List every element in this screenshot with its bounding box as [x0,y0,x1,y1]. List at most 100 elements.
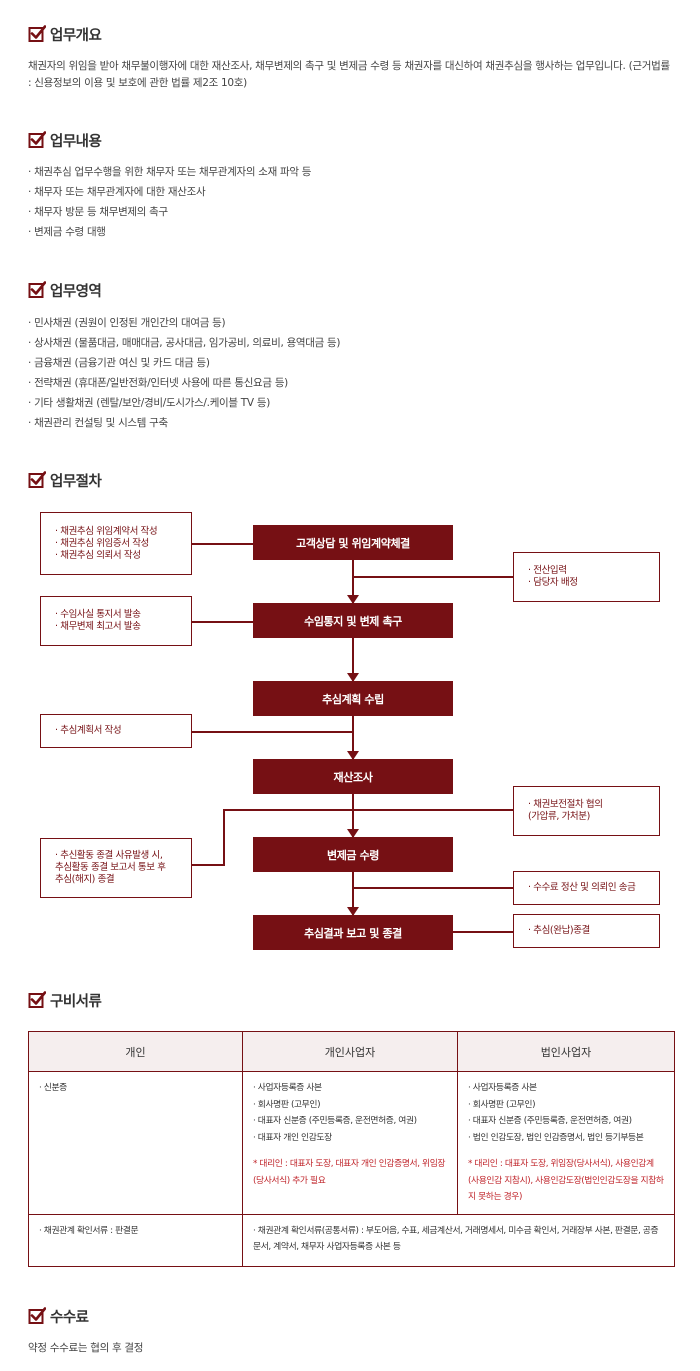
table-cell: · 사업자등록증 사본 · 회사명판 (고무인) · 대표자 신분증 (주민등록… [457,1071,675,1215]
note-line: · 수임사실 통지서 발송 [55,609,141,620]
procedure-flowchart: 고객상담 및 위임계약체결 수임통지 및 변제 촉구 추심계획 수립 재산조사 … [0,500,700,960]
note-line: · 채무변제 최고서 발송 [55,621,141,632]
cell-line: · 사업자등록증 사본 [253,1083,322,1093]
note-line: · 추심(완납)종결 [528,925,590,936]
note-line: (가압류, 가처분) [528,811,590,822]
flow-note-notice: · 수임사실 통지서 발송 · 채무변제 최고서 발송 [40,596,192,646]
cell-line: · 대표자 신분증 (주민등록증, 운전면허증, 여권) [468,1116,632,1126]
connector-line [223,809,225,865]
checkbox-check-icon [28,1307,46,1324]
flow-step-plan: 추심계획 수립 [253,681,453,716]
note-line: · 채권추심 의뢰서 작성 [55,549,141,561]
section-header-overview: 업무개요 [28,24,102,44]
section-title: 업무영역 [50,283,102,300]
cell-line: · 회사명판 (고무인) [468,1099,536,1110]
list-item: · 금융채권 (금융기관 여신 및 카드 대금 등) [28,357,210,369]
flow-step-investigation: 재산조사 [253,759,453,794]
flow-note-settlement: · 수수료 정산 및 의뢰인 송금 [513,871,660,905]
cell-line: · 사업자등록증 사본 [468,1083,537,1093]
note-line: · 채권추심 위임계약서 작성 [55,525,158,537]
flow-step-consultation: 고객상담 및 위임계약체결 [253,525,453,560]
note-line: · 채권추심 위임증서 작성 [55,537,149,549]
arrow-down-icon [347,595,359,604]
overview-text: 채권자의 위임을 받아 채무불이행자에 대한 재산조사, 채무변제의 촉구 및 … [28,60,670,89]
list-item: · 채무자 또는 채무관계자에 대한 재산조사 [28,186,206,198]
flow-note-registration: · 전산입력 · 담당자 배정 [513,552,660,602]
connector-line [453,931,513,933]
table-cell: · 채권관계 확인서류(공통서류) : 부도어음, 수표, 세금계산서, 거래명… [243,1214,675,1267]
list-item: · 채무자 방문 등 채무변제의 촉구 [28,206,168,218]
section-header-documents: 구비서류 [28,990,102,1010]
note-line: · 추심계획서 작성 [55,725,122,736]
table-cell: · 사업자등록증 사본 · 회사명판 (고무인) · 대표자 신분증 (주민등록… [242,1071,458,1215]
checkbox-check-icon [28,131,46,148]
checkbox-check-icon [28,991,46,1008]
section-title: 업무내용 [50,133,102,150]
section-title: 수수료 [50,1309,89,1326]
flow-step-notice: 수임통지 및 변제 촉구 [253,603,453,638]
connector-line [353,576,513,578]
connector-line [191,864,225,866]
section-title: 업무개요 [50,27,102,44]
documents-table: 개인 개인사업자 법인사업자 · 신분증 · 사업자등록증 사본 · 회사명판 … [28,1031,675,1267]
column-header: 법인사업자 [457,1031,675,1072]
table-cell: · 채권관계 확인서류 : 판결문 [28,1214,243,1267]
cell-line: · 채권관계 확인서류 : 판결문 [39,1225,139,1236]
arrow-down-icon [347,751,359,760]
section-header-fee: 수수료 [28,1306,89,1326]
content-list: · 채권추심 업무수행을 위한 채무자 또는 채무관계자의 소재 파악 등 · … [28,162,673,242]
checkbox-check-icon [28,471,46,488]
note-line: · 수수료 정산 및 의뢰인 송금 [528,882,636,893]
connector-line [191,731,353,733]
connector-line [191,621,253,623]
section-title: 업무절차 [50,473,102,490]
cell-note: * 대리인 : 대표자 도장, 위임장(당사서식), 사용인감계(사용인감 지참… [468,1159,664,1202]
fee-text: 약정 수수료는 협의 후 결정 [28,1342,144,1354]
column-header: 개인 [28,1031,243,1072]
flow-note-contract: · 채권추심 위임계약서 작성 · 채권추심 위임증서 작성 · 채권추심 의뢰… [40,512,192,575]
section-title: 구비서류 [50,993,102,1010]
cell-line: · 채권관계 확인서류(공통서류) : 부도어음, 수표, 세금계산서, 거래명… [253,1225,659,1253]
note-line: · 전산입력 [528,565,567,576]
column-header: 개인사업자 [242,1031,458,1072]
flow-step-collection: 변제금 수령 [253,837,453,872]
list-item: · 상사채권 (물품대금, 매매대금, 공사대금, 임가공비, 의료비, 용역대… [28,337,341,349]
checkbox-check-icon [28,281,46,298]
table-cell: · 신분증 [28,1071,243,1215]
cell-line: · 신분증 [39,1083,67,1093]
note-line: 추심(해지) 종결 [55,874,115,885]
list-item: · 민사채권 (권원이 인정된 개인간의 대여금 등) [28,317,226,329]
table-header-row: 개인 개인사업자 법인사업자 [28,1031,675,1072]
flow-note-termination: · 추신활동 종결 사유발생 시, 추심활동 종결 보고서 통보 후 추심(해지… [40,838,192,898]
flow-note-plan: · 추심계획서 작성 [40,714,192,748]
connector-line [223,809,513,811]
connector-line [353,887,513,889]
section-header-area: 업무영역 [28,280,102,300]
table-row: · 신분증 · 사업자등록증 사본 · 회사명판 (고무인) · 대표자 신분증… [28,1071,675,1215]
cell-line: · 대표자 신분증 (주민등록증, 운전면허증, 여권) [253,1116,417,1126]
cell-line: · 법인 인감도장, 법인 인감증명서, 법인 등기부등본 [468,1132,644,1143]
cell-line: · 대표자 개인 인감도장 [253,1132,332,1143]
list-item: · 전략채권 (휴대폰/일반전화/인터넷 사용에 따른 통신요금 등) [28,377,288,389]
note-line: · 추신활동 종결 사유발생 시, [55,850,163,861]
cell-note: * 대리인 : 대표자 도장, 대표자 개인 인감증명서, 위임장(당사서식) … [253,1159,446,1186]
table-row: · 채권관계 확인서류 : 판결문 · 채권관계 확인서류(공통서류) : 부도… [28,1214,675,1267]
note-line: 추심활동 종결 보고서 통보 후 [55,862,166,873]
cell-line: · 회사명판 (고무인) [253,1099,321,1110]
flow-note-completion: · 추심(완납)종결 [513,914,660,948]
list-item: · 채권관리 컨설팅 및 시스템 구축 [28,417,168,429]
connector-line [191,543,253,545]
section-header-content: 업무내용 [28,130,102,150]
flow-step-close: 추심결과 보고 및 종결 [253,915,453,950]
note-line: · 채권보전절차 협의 [528,799,603,810]
arrow-down-icon [347,673,359,682]
flow-trunk-line [352,560,354,920]
list-item: · 기타 생활채권 (렌탈/보안/경비/도시가스/.케이블 TV 등) [28,397,271,409]
note-line: · 담당자 배정 [528,577,578,588]
list-item: · 변제금 수령 대행 [28,226,106,238]
list-item: · 채권추심 업무수행을 위한 채무자 또는 채무관계자의 소재 파악 등 [28,166,312,178]
area-list: · 민사채권 (권원이 인정된 개인간의 대여금 등) · 상사채권 (물품대금… [28,313,673,433]
arrow-down-icon [347,829,359,838]
section-header-procedure: 업무절차 [28,470,102,490]
